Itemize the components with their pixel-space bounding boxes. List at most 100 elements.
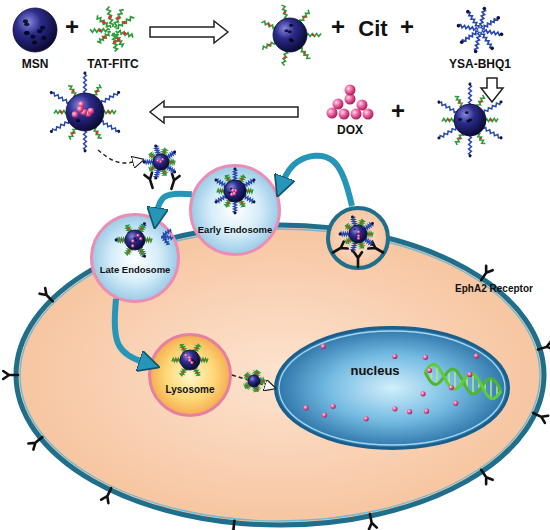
nuclear-envelope	[279, 331, 505, 445]
fitc-dot	[140, 250, 142, 252]
nanoparticle	[143, 144, 177, 179]
pore	[82, 108, 87, 111]
dox-molecule	[364, 416, 369, 421]
ysa-strand	[166, 151, 175, 159]
tat-strand	[162, 148, 166, 156]
endocytosis-arrow	[281, 156, 352, 206]
fitc-dot	[458, 137, 461, 140]
quencher-dot	[253, 179, 256, 182]
silica-sphere	[248, 375, 260, 387]
pore	[468, 118, 472, 121]
dox-molecule	[131, 244, 134, 247]
tat-strand	[54, 111, 70, 114]
quencher-dot	[50, 130, 53, 133]
pore	[354, 229, 356, 231]
ysa-strand	[116, 239, 127, 242]
approach-arrow	[98, 150, 142, 163]
ysa-strand	[166, 166, 175, 173]
silica-sphere	[180, 350, 200, 370]
base-pair	[472, 374, 474, 394]
fitc-dot	[147, 239, 149, 241]
pore	[288, 30, 292, 33]
fitc-dot	[255, 372, 257, 374]
material-label: YSA-BHQ1	[420, 58, 540, 71]
dox-molecule	[321, 344, 326, 349]
ysa-strand	[52, 120, 72, 133]
pore	[82, 111, 87, 114]
pore	[25, 31, 30, 35]
fitc-dot	[98, 29, 102, 33]
ysa-strand	[481, 126, 502, 138]
tat-strand	[282, 48, 287, 65]
tat-strand	[239, 199, 246, 207]
quencher-dot	[84, 150, 87, 153]
drug-label: DOX	[290, 124, 410, 137]
pore	[40, 26, 45, 30]
tat-strand	[68, 86, 78, 99]
node-label: Lysosome	[148, 384, 232, 395]
tat-strand	[217, 190, 226, 193]
pore	[23, 19, 28, 23]
tat-strand	[198, 359, 208, 362]
base-pair	[478, 381, 480, 391]
fitc-dot	[283, 11, 286, 14]
dox-molecule	[85, 111, 91, 117]
ysa-strand	[138, 247, 145, 256]
fitc-dot	[227, 202, 229, 204]
fitc-dot	[123, 32, 127, 36]
fitc-dot	[60, 110, 63, 113]
quencher-dot	[234, 168, 237, 171]
epha2-receptor	[533, 413, 548, 423]
dox-molecule	[156, 159, 159, 162]
dox-molecule	[190, 361, 193, 364]
process-arrow	[150, 101, 298, 123]
epha2-receptor	[144, 173, 152, 188]
tat-strand	[125, 226, 132, 234]
silica-sphere	[273, 18, 307, 52]
tat-strand	[143, 239, 152, 242]
base-pair	[460, 378, 462, 384]
tat-strand	[116, 17, 135, 29]
ysa-strand	[84, 127, 87, 151]
dox-molecule	[188, 356, 191, 359]
reagent-label: Cit	[313, 17, 433, 41]
ysa-strand	[440, 126, 459, 139]
dox-molecule	[161, 158, 164, 161]
fitc-dot	[348, 226, 350, 228]
dashed-arrow	[232, 375, 274, 388]
tat-strand	[118, 239, 127, 242]
dox-molecule	[188, 359, 191, 362]
quencher-dot	[371, 222, 374, 225]
dox-molecule	[331, 404, 336, 409]
epha2-receptor	[171, 174, 179, 189]
fitc-dot	[117, 38, 121, 42]
dox-molecule	[303, 405, 308, 410]
pore	[32, 41, 37, 45]
fitc-dot	[490, 119, 493, 122]
tat-strand	[261, 21, 277, 29]
dox-molecule	[449, 385, 454, 390]
dox-molecule	[230, 193, 234, 197]
tat-strand	[114, 10, 124, 28]
tat-strand	[225, 176, 232, 184]
fitc-dot	[227, 178, 229, 180]
tat-strand	[255, 370, 259, 376]
quencher-dot	[117, 130, 120, 133]
lysosome: Lysosome	[148, 333, 232, 417]
nanoparticle	[261, 5, 321, 65]
fitc-dot	[312, 34, 315, 37]
tat-strand	[172, 359, 182, 362]
material-label: TAT-FITC	[53, 58, 173, 71]
fitc-dot	[448, 119, 451, 122]
dox-molecule	[357, 100, 368, 111]
dox-molecule	[159, 160, 162, 163]
tat-strand	[259, 380, 265, 383]
tat-strand	[90, 29, 110, 33]
ysa-strand	[144, 161, 155, 164]
quencher-dot	[497, 16, 501, 20]
epha2-receptor	[481, 470, 493, 484]
dox-molecule	[139, 237, 142, 240]
